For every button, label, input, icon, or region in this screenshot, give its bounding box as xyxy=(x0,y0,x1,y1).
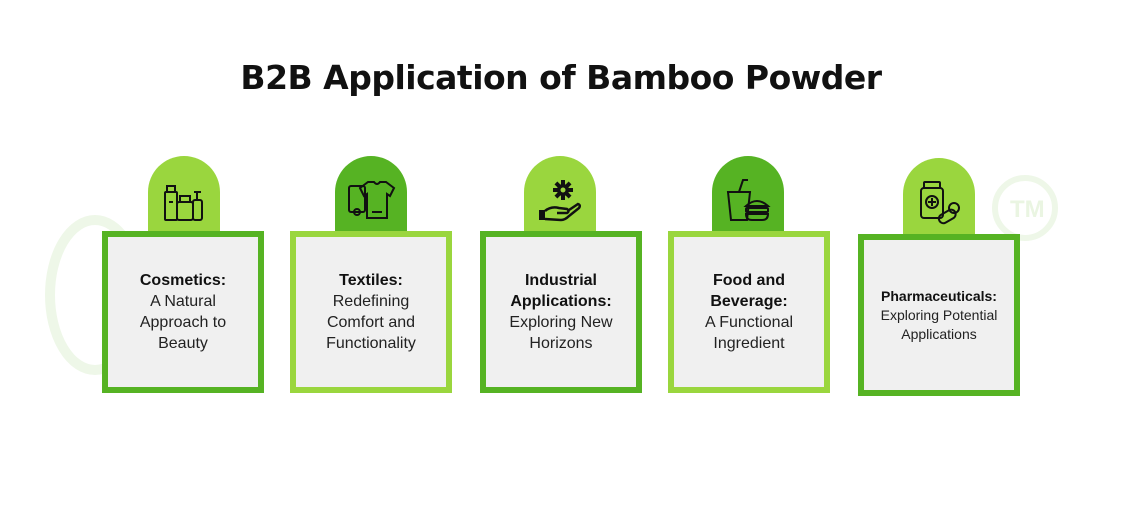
card-tab xyxy=(524,156,596,240)
card-tab xyxy=(148,156,220,240)
card-text: A Functional Ingredient xyxy=(704,314,794,352)
card-tab xyxy=(335,156,407,240)
card-heading: Industrial Applications: xyxy=(510,272,612,310)
card-text: Redefining Comfort and Functionality xyxy=(326,293,416,352)
card-heading: Textiles: xyxy=(339,272,403,289)
tshirt-fabric-icon xyxy=(348,181,396,219)
cosmetics-bottles-icon xyxy=(164,185,203,221)
food-drink-icon xyxy=(726,179,771,221)
hand-gear-icon xyxy=(539,180,582,222)
card-tab xyxy=(903,158,975,242)
svg-text:TM: TM xyxy=(1010,196,1045,223)
card-heading: Food and Beverage: xyxy=(710,272,788,310)
page-title: B2B Application of Bamboo Powder xyxy=(240,58,882,97)
card-text: Exploring Potential Applications xyxy=(880,306,998,342)
card-heading: Pharmaceuticals: xyxy=(881,287,997,304)
card-heading: Cosmetics: xyxy=(139,272,227,289)
medicine-bottle-pills-icon xyxy=(920,181,960,225)
card-text: A Natural Approach to Beauty xyxy=(139,293,227,352)
card-text: Exploring New Horizons xyxy=(509,314,613,352)
card-tab xyxy=(712,156,784,240)
